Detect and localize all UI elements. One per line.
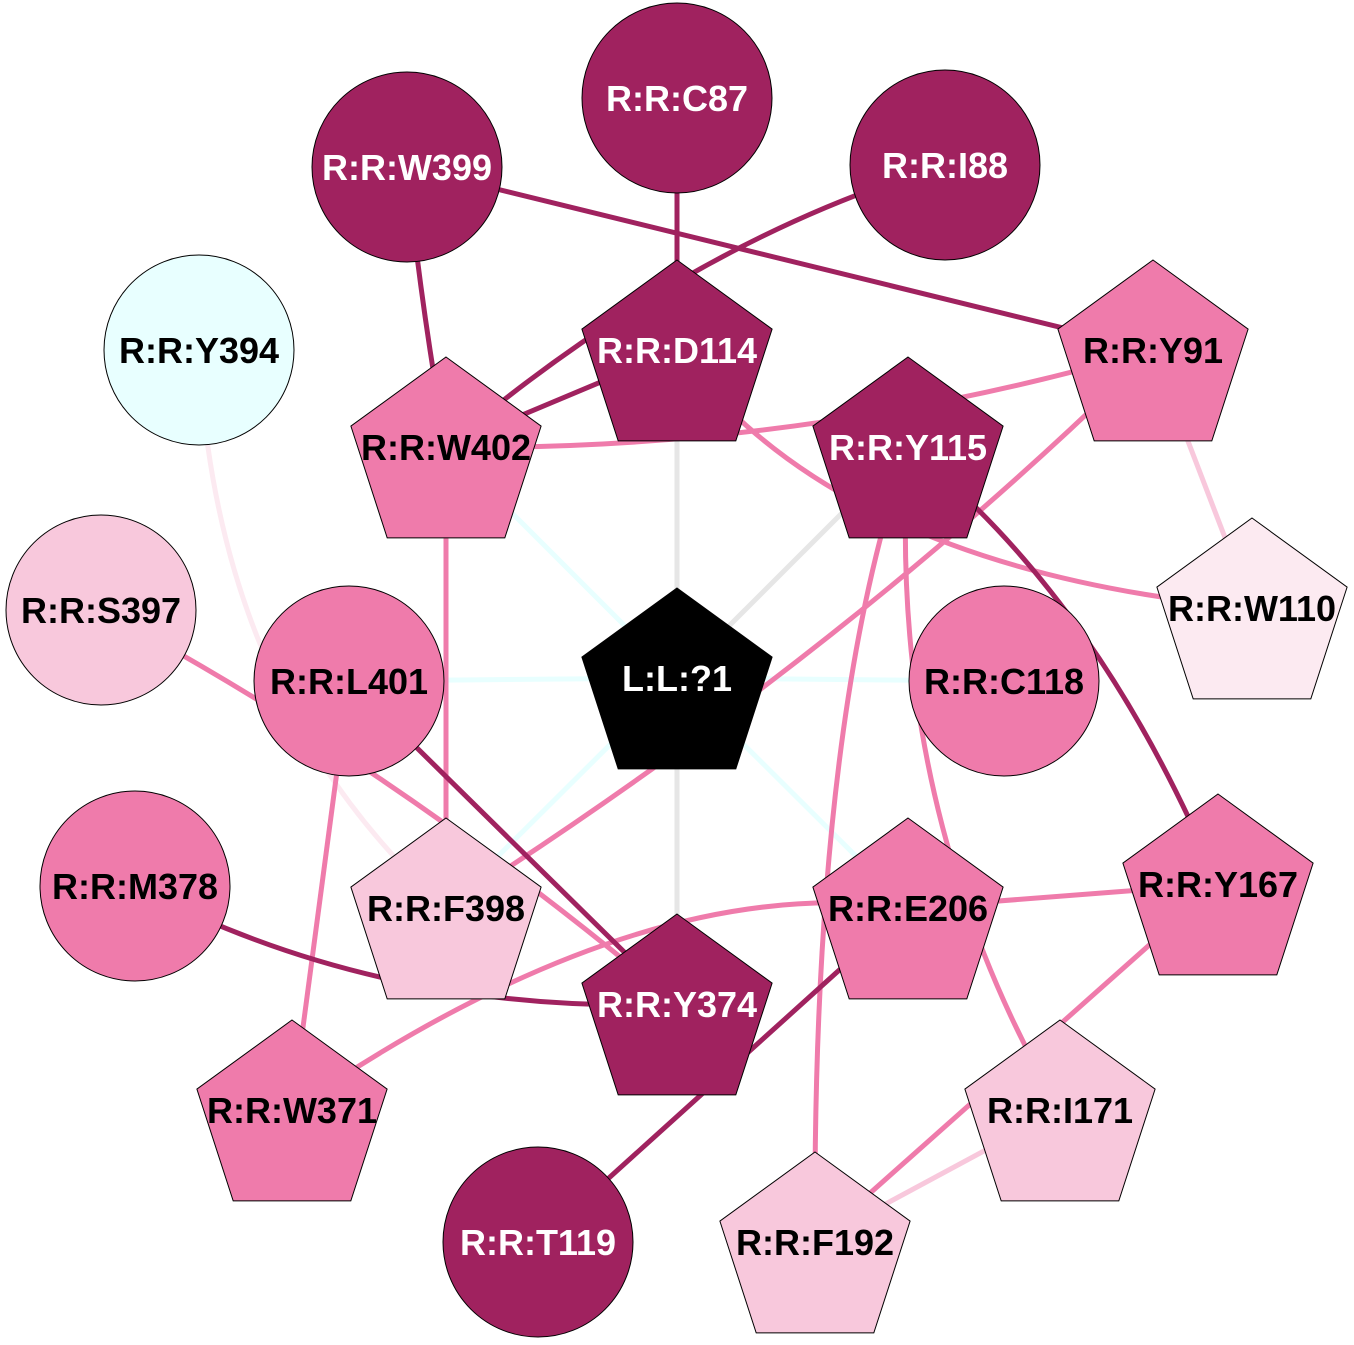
- pentagon-shape: [1122, 793, 1314, 976]
- circle-shape: [311, 71, 503, 263]
- node-c118[interactable]: R:R:C118: [908, 585, 1100, 777]
- node-label: R:R:F192: [736, 1222, 894, 1263]
- pentagon-shape: [719, 1151, 911, 1334]
- pentagon-shape: [350, 356, 542, 539]
- pentagon-shape: [1057, 259, 1249, 442]
- node-c87[interactable]: R:R:C87: [581, 2, 773, 194]
- node-label: R:R:Y91: [1083, 330, 1223, 371]
- node-w110[interactable]: R:R:W110: [1156, 517, 1348, 700]
- node-w402[interactable]: R:R:W402: [350, 356, 542, 539]
- node-label: R:R:T119: [460, 1222, 616, 1263]
- node-label: R:R:Y167: [1138, 864, 1298, 905]
- circle-shape: [849, 69, 1041, 261]
- node-i171[interactable]: R:R:I171: [964, 1019, 1156, 1202]
- edge-w399-y91: [406, 164, 1154, 353]
- node-label: R:R:I88: [882, 145, 1008, 186]
- node-label: R:R:S397: [21, 590, 181, 631]
- edge-y91-f398: [444, 348, 1155, 911]
- node-label: R:R:W399: [322, 147, 492, 188]
- node-y115[interactable]: R:R:Y115: [812, 356, 1004, 539]
- node-w399[interactable]: R:R:W399: [311, 71, 503, 263]
- node-label: R:R:C118: [924, 661, 1084, 702]
- node-y394[interactable]: R:R:Y394: [103, 254, 295, 446]
- node-m378[interactable]: R:R:M378: [39, 790, 231, 982]
- node-lig[interactable]: L:L:?1: [581, 587, 773, 770]
- node-i88[interactable]: R:R:I88: [849, 69, 1041, 261]
- node-label: R:R:M378: [52, 866, 218, 907]
- node-f398[interactable]: R:R:F398: [350, 817, 542, 1000]
- node-label: R:R:W371: [207, 1090, 377, 1131]
- node-d114[interactable]: R:R:D114: [581, 259, 773, 442]
- node-label: R:R:E206: [828, 888, 988, 929]
- circle-shape: [103, 254, 295, 446]
- node-l401[interactable]: R:R:L401: [253, 585, 445, 777]
- circle-shape: [253, 585, 445, 777]
- node-label: R:R:I171: [987, 1090, 1133, 1131]
- circle-shape: [908, 585, 1100, 777]
- pentagon-shape: [812, 817, 1004, 1000]
- pentagon-shape: [1156, 517, 1348, 700]
- node-label: L:L:?1: [622, 658, 732, 699]
- node-s397[interactable]: R:R:S397: [5, 514, 197, 706]
- node-w371[interactable]: R:R:W371: [196, 1019, 388, 1202]
- pentagon-shape: [350, 817, 542, 1000]
- circle-shape: [5, 514, 197, 706]
- circle-shape: [581, 2, 773, 194]
- node-t119[interactable]: R:R:T119: [442, 1146, 634, 1338]
- node-label: R:R:W402: [361, 427, 531, 468]
- node-label: R:R:Y374: [597, 984, 757, 1025]
- node-label: R:R:F398: [367, 888, 525, 929]
- node-label: R:R:Y115: [829, 427, 987, 468]
- node-label: R:R:D114: [597, 330, 757, 371]
- node-y91[interactable]: R:R:Y91: [1057, 259, 1249, 442]
- pentagon-shape: [581, 913, 773, 1096]
- node-label: R:R:W110: [1168, 588, 1336, 629]
- pentagon-shape: [812, 356, 1004, 539]
- edge-w402-y91: [445, 347, 1154, 450]
- pentagon-shape: [964, 1019, 1156, 1202]
- pentagon-shape: [581, 587, 773, 770]
- pentagon-shape: [196, 1019, 388, 1202]
- edge-s397-y374: [99, 607, 679, 1006]
- node-y374[interactable]: R:R:Y374: [581, 913, 773, 1096]
- circle-shape: [39, 790, 231, 982]
- node-y167[interactable]: R:R:Y167: [1122, 793, 1314, 976]
- node-f192[interactable]: R:R:F192: [719, 1151, 911, 1334]
- edge-y115-i171: [902, 446, 1063, 1112]
- node-label: R:R:Y394: [119, 330, 279, 371]
- pentagon-shape: [581, 259, 773, 442]
- node-label: R:R:L401: [270, 661, 428, 702]
- circle-shape: [442, 1146, 634, 1338]
- node-label: R:R:C87: [606, 78, 748, 119]
- node-e206[interactable]: R:R:E206: [812, 817, 1004, 1000]
